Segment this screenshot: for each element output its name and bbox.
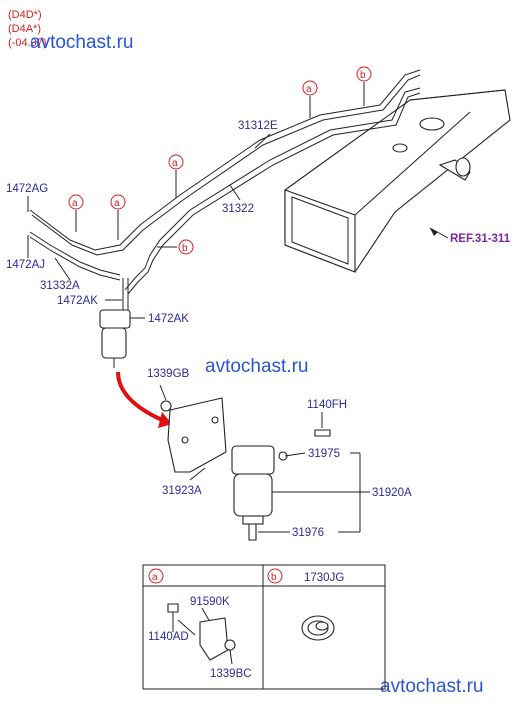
label-1140AD: 1140AD [148, 631, 189, 643]
nut-1339GB [160, 400, 172, 412]
label-31322: 31322 [222, 203, 254, 215]
fuel-tank [284, 89, 511, 273]
table-b-title: 1730JG [304, 572, 344, 584]
svg-text:a: a [114, 198, 120, 209]
red-arrow [116, 371, 163, 422]
svg-text:a: a [152, 572, 158, 583]
label-91590K: 91590K [190, 596, 230, 608]
tank-fitting [392, 143, 408, 153]
nut-1339BC [224, 639, 236, 651]
label-1339GB: 1339GB [147, 368, 190, 380]
label-1472AK-1: 1472AK [57, 295, 98, 307]
fuel-lines [29, 69, 421, 312]
label-31920A: 31920A [372, 487, 412, 499]
svg-text:b: b [360, 70, 366, 81]
label-31923A: 31923A [162, 485, 202, 497]
tank-sender-unit [419, 117, 445, 131]
red-arrow-head [158, 412, 172, 428]
callout-a-3: a [68, 194, 84, 210]
fuel-filter-assembly [160, 400, 331, 541]
label-31975: 31975 [308, 448, 340, 460]
table-callout-b: b [267, 568, 283, 584]
label-1472AJ: 1472AJ [6, 259, 45, 271]
callout-a-2: a [168, 154, 184, 170]
filler-cap [455, 157, 471, 177]
label-31976: 31976 [292, 527, 324, 539]
header-line-3: (-04.07) [8, 37, 47, 49]
label-31332A: 31332A [40, 280, 80, 292]
svg-text:a: a [72, 198, 78, 209]
callout-b-1: b [356, 66, 372, 82]
label-1472AK-2: 1472AK [148, 313, 189, 325]
callout-a-4: a [110, 194, 126, 210]
label-1339BC: 1339BC [210, 668, 252, 680]
svg-text:a: a [172, 158, 178, 169]
ref-label: REF.31-311 [450, 233, 511, 245]
svg-text:b: b [271, 572, 277, 583]
callout-b-2: b [178, 239, 194, 255]
callout-a-1: a [302, 80, 318, 96]
clip-91590K [199, 617, 229, 661]
detail-table: a b 1730JG 91590K 1140AD 1339BC [142, 564, 386, 690]
table-callout-a: a [148, 568, 164, 584]
filter-bracket [167, 397, 227, 473]
label-31312E: 31312E [238, 120, 278, 132]
ref-arrow-head [430, 228, 438, 236]
svg-text:b: b [182, 243, 188, 254]
label-1472AG: 1472AG [6, 183, 48, 195]
watermark-middle: avtochast.ru [205, 356, 309, 377]
upper-fuel-filter [99, 309, 131, 368]
header-line-2: (D4A*) [8, 23, 41, 35]
header-line-1: (D4D*) [8, 9, 42, 21]
watermark-bottom: avtochast.ru [380, 676, 484, 697]
label-1140FH: 1140FH [307, 399, 347, 411]
bolt-1140AD [167, 603, 179, 613]
watermark-top: avtochast.ru [30, 32, 134, 53]
svg-text:a: a [306, 84, 312, 95]
bolt-1140FH [314, 429, 331, 437]
